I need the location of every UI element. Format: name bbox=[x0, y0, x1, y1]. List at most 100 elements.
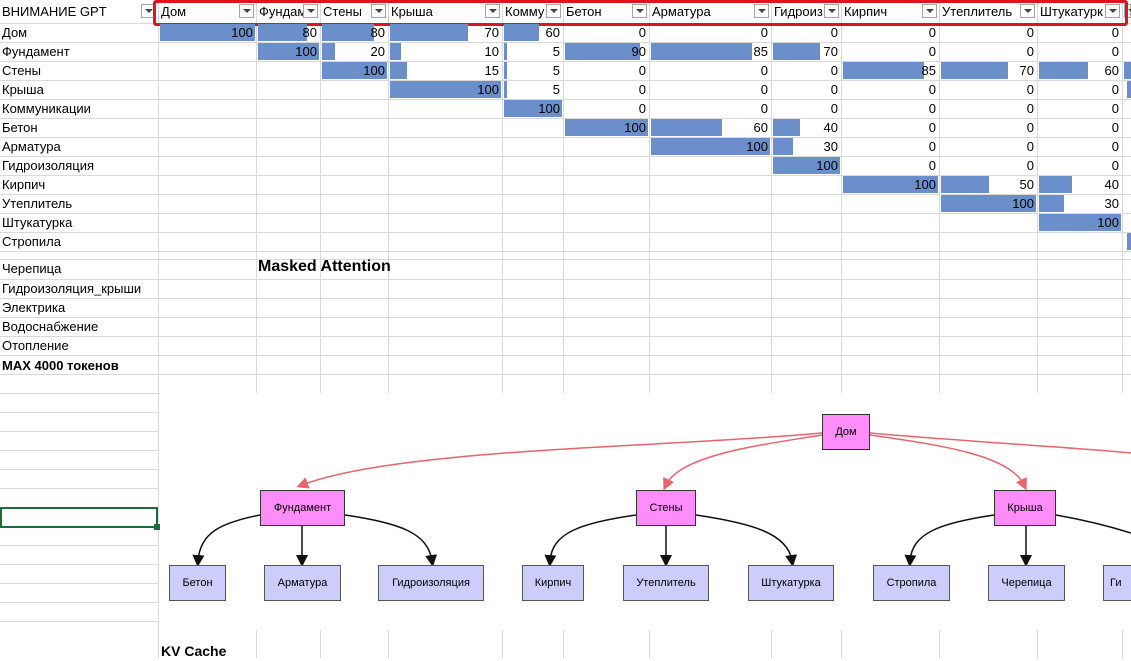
table-cell[interactable]: 0 bbox=[940, 118, 1037, 137]
table-cell[interactable]: 0 bbox=[842, 42, 939, 61]
table-cell[interactable]: 60 bbox=[1038, 61, 1122, 80]
table-cell[interactable]: 0 bbox=[842, 156, 939, 175]
table-cell[interactable]: 30 bbox=[1038, 194, 1122, 213]
table-cell[interactable]: 0 bbox=[842, 99, 939, 118]
column-header: Комму bbox=[503, 0, 547, 23]
table-cell[interactable]: 100 bbox=[564, 118, 649, 137]
data-bar bbox=[651, 138, 770, 155]
filter-dropdown-button[interactable] bbox=[485, 4, 500, 18]
table-cell[interactable]: 0 bbox=[650, 61, 771, 80]
table-cell[interactable]: 0 bbox=[1038, 23, 1122, 42]
cell-value: 0 bbox=[928, 101, 936, 116]
table-cell[interactable]: 15 bbox=[389, 61, 502, 80]
table-cell[interactable]: 60 bbox=[503, 23, 563, 42]
table-cell[interactable] bbox=[1124, 61, 1131, 80]
table-cell[interactable]: 100 bbox=[772, 156, 841, 175]
table-cell[interactable]: 100 bbox=[940, 194, 1037, 213]
table-cell[interactable]: 70 bbox=[389, 23, 502, 42]
filter-dropdown-button[interactable] bbox=[1020, 4, 1035, 18]
filter-dropdown-button[interactable] bbox=[922, 4, 937, 18]
grid-vline bbox=[320, 0, 321, 393]
table-cell[interactable]: 100 bbox=[257, 42, 320, 61]
table-cell[interactable]: 0 bbox=[1038, 137, 1122, 156]
table-cell[interactable]: 0 bbox=[940, 23, 1037, 42]
data-bar bbox=[390, 43, 401, 60]
table-cell[interactable]: 0 bbox=[772, 61, 841, 80]
row-label: Бетон bbox=[2, 120, 38, 135]
diagram-edges bbox=[192, 432, 1131, 567]
table-cell[interactable] bbox=[1124, 23, 1131, 42]
table-cell[interactable]: 5 bbox=[503, 42, 563, 61]
grid-hline bbox=[0, 298, 1131, 299]
selected-cell[interactable] bbox=[0, 507, 158, 528]
table-cell[interactable]: 20 bbox=[321, 42, 388, 61]
table-cell[interactable]: 70 bbox=[940, 61, 1037, 80]
table-cell[interactable]: 50 bbox=[940, 175, 1037, 194]
table-cell[interactable]: 0 bbox=[772, 80, 841, 99]
table-cell[interactable]: 60 bbox=[650, 118, 771, 137]
grid-vline bbox=[563, 630, 564, 658]
filter-dropdown-button[interactable] bbox=[303, 4, 318, 18]
table-cell[interactable]: 0 bbox=[564, 23, 649, 42]
table-cell[interactable]: 0 bbox=[842, 23, 939, 42]
filter-dropdown-button[interactable] bbox=[632, 4, 647, 18]
fill-handle[interactable] bbox=[154, 524, 160, 530]
table-cell[interactable]: 0 bbox=[940, 42, 1037, 61]
table-cell[interactable]: 0 bbox=[650, 99, 771, 118]
table-cell[interactable]: 0 bbox=[842, 118, 939, 137]
table-cell[interactable] bbox=[1124, 80, 1131, 99]
table-cell[interactable]: 85 bbox=[842, 61, 939, 80]
table-cell[interactable]: 40 bbox=[772, 118, 841, 137]
table-cell[interactable]: 40 bbox=[1038, 175, 1122, 194]
table-cell[interactable]: 100 bbox=[650, 137, 771, 156]
table-cell[interactable]: 90 bbox=[564, 42, 649, 61]
table-cell[interactable]: 0 bbox=[1038, 118, 1122, 137]
table-cell[interactable]: 30 bbox=[772, 137, 841, 156]
filter-dropdown-button[interactable] bbox=[824, 4, 839, 18]
table-cell[interactable]: 0 bbox=[1038, 156, 1122, 175]
table-cell[interactable]: 0 bbox=[842, 80, 939, 99]
table-cell[interactable]: 0 bbox=[564, 99, 649, 118]
table-cell[interactable]: 100 bbox=[503, 99, 563, 118]
table-cell[interactable]: 0 bbox=[564, 80, 649, 99]
grid-hline bbox=[0, 564, 158, 565]
table-cell[interactable]: 0 bbox=[650, 23, 771, 42]
table-cell[interactable]: 0 bbox=[1038, 80, 1122, 99]
table-cell[interactable]: 0 bbox=[564, 61, 649, 80]
table-cell[interactable]: 80 bbox=[321, 23, 388, 42]
row-label: Арматура bbox=[2, 139, 61, 154]
table-cell[interactable]: 0 bbox=[650, 80, 771, 99]
table-cell[interactable]: 100 bbox=[1038, 213, 1122, 232]
table-cell[interactable]: 0 bbox=[842, 137, 939, 156]
table-cell[interactable]: 100 bbox=[321, 61, 388, 80]
filter-dropdown-button[interactable] bbox=[754, 4, 769, 18]
table-cell[interactable]: 100 bbox=[389, 80, 502, 99]
table-cell[interactable]: 10 bbox=[389, 42, 502, 61]
filter-dropdown-button[interactable] bbox=[546, 4, 561, 18]
table-cell[interactable]: 0 bbox=[940, 156, 1037, 175]
table-cell[interactable]: 0 bbox=[772, 23, 841, 42]
table-cell[interactable]: 0 bbox=[1038, 99, 1122, 118]
cell-value: 0 bbox=[760, 25, 768, 40]
table-cell[interactable]: 100 bbox=[159, 23, 256, 42]
table-cell[interactable]: 80 bbox=[257, 23, 320, 42]
table-cell[interactable]: 0 bbox=[772, 99, 841, 118]
table-cell[interactable]: 0 bbox=[940, 80, 1037, 99]
table-cell[interactable]: 5 bbox=[503, 61, 563, 80]
table-cell[interactable] bbox=[1124, 232, 1131, 251]
grid-vline bbox=[158, 393, 159, 630]
filter-dropdown-button[interactable] bbox=[371, 4, 386, 18]
table-cell[interactable]: 70 bbox=[772, 42, 841, 61]
filter-dropdown-button[interactable] bbox=[1105, 4, 1120, 18]
table-cell[interactable]: 5 bbox=[503, 80, 563, 99]
data-bar bbox=[843, 62, 924, 79]
grid-hline bbox=[0, 118, 1131, 119]
grid-vline bbox=[939, 0, 940, 393]
table-cell[interactable]: 0 bbox=[1038, 42, 1122, 61]
table-cell[interactable]: 100 bbox=[842, 175, 939, 194]
table-cell[interactable]: 85 bbox=[650, 42, 771, 61]
table-cell[interactable]: 0 bbox=[940, 99, 1037, 118]
filter-dropdown-button[interactable] bbox=[239, 4, 254, 18]
table-cell[interactable]: 0 bbox=[940, 137, 1037, 156]
kv-cache-label: KV Cache bbox=[161, 643, 227, 659]
